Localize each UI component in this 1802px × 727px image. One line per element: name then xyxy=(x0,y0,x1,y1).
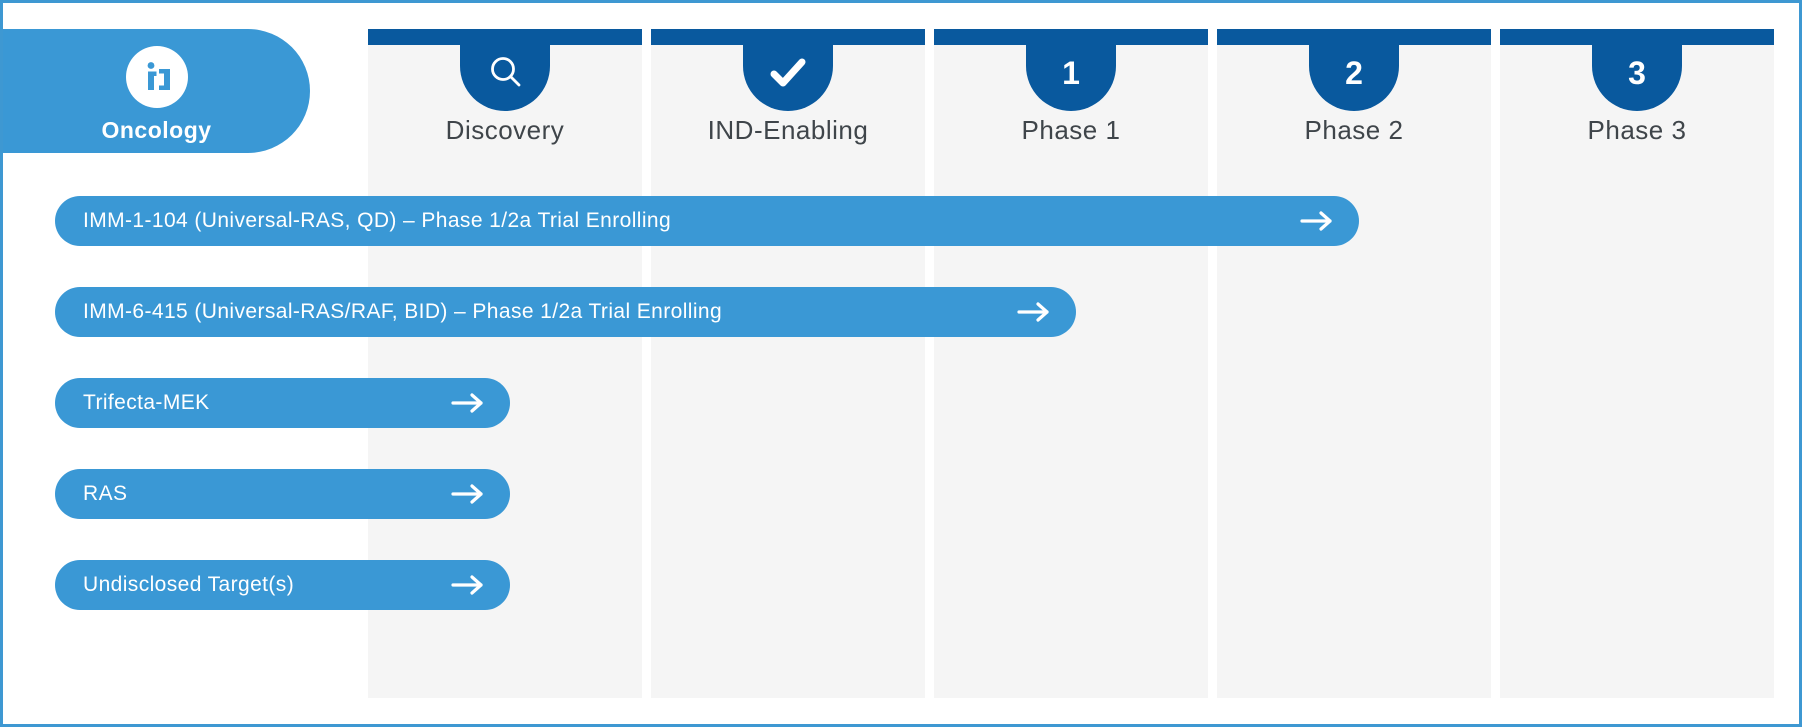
arrow-right-icon xyxy=(1299,211,1332,231)
program-label: RAS xyxy=(83,482,128,505)
program-label: IMM-1-104 (Universal-RAS, QD) – Phase 1/… xyxy=(83,209,672,232)
phase-2-badge: 2 xyxy=(1345,55,1363,91)
program-label: Trifecta-MEK xyxy=(83,391,210,414)
stage-tab-phase-2: 2 xyxy=(1309,29,1399,111)
phase-1-badge: 1 xyxy=(1062,55,1080,91)
stage-tab-discovery xyxy=(460,29,550,111)
program-label: IMM-6-415 (Universal-RAS/RAF, BID) – Pha… xyxy=(83,300,723,323)
column-ind-enabling: IND-Enabling xyxy=(651,29,925,698)
arrow-right-icon xyxy=(450,575,483,595)
arrow-right-icon xyxy=(450,393,483,413)
stage-tab-phase-1: 1 xyxy=(1026,29,1116,111)
program-label: Undisclosed Target(s) xyxy=(83,573,295,596)
stage-tab-phase-3: 3 xyxy=(1592,29,1682,111)
category-tab-oncology[interactable]: Oncology xyxy=(3,29,310,153)
program-bar-undisclosed-targets[interactable]: Undisclosed Target(s) xyxy=(55,560,510,610)
logo-circle xyxy=(125,46,188,108)
search-icon xyxy=(491,57,521,87)
column-label-ind-enabling: IND-Enabling xyxy=(707,115,869,145)
program-bar-imm-1-104[interactable]: IMM-1-104 (Universal-RAS, QD) – Phase 1/… xyxy=(55,196,1359,246)
column-phase-2: 2 Phase 2 xyxy=(1217,29,1491,698)
stage-tab-ind-enabling xyxy=(743,29,833,111)
column-label-phase-1: Phase 1 xyxy=(1021,115,1121,145)
category-label: Oncology xyxy=(101,117,212,143)
program-bar-ras[interactable]: RAS xyxy=(55,469,510,519)
phase-3-badge: 3 xyxy=(1628,55,1646,91)
checkmark-icon xyxy=(770,58,806,87)
column-label-phase-2: Phase 2 xyxy=(1304,115,1404,145)
program-bar-trifecta-mek[interactable]: Trifecta-MEK xyxy=(55,378,510,428)
column-phase-3: 3 Phase 3 xyxy=(1500,29,1774,698)
arrow-right-icon xyxy=(1016,302,1049,322)
immuneering-logo-icon xyxy=(147,62,170,90)
column-phase-1: 1 Phase 1 xyxy=(934,29,1208,698)
column-label-phase-3: Phase 3 xyxy=(1587,115,1687,145)
arrow-right-icon xyxy=(450,484,483,504)
column-label-discovery: Discovery xyxy=(445,115,565,145)
program-bar-imm-6-415[interactable]: IMM-6-415 (Universal-RAS/RAF, BID) – Pha… xyxy=(55,287,1076,337)
